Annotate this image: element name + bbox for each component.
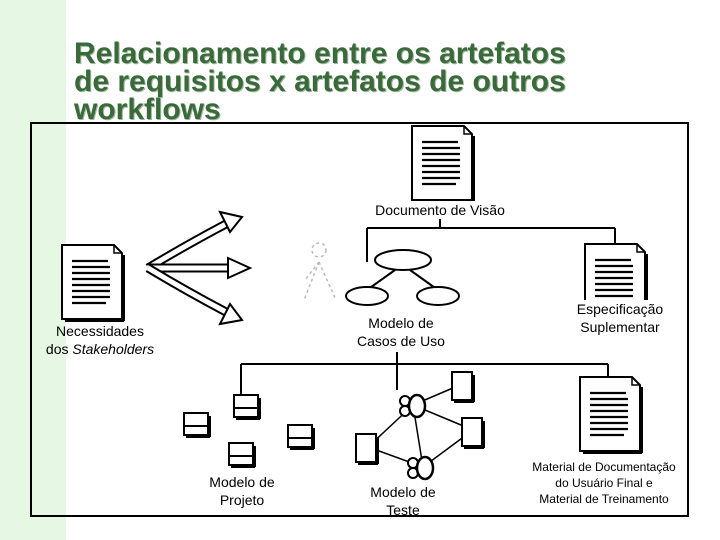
stakeholder-needs-document-icon xyxy=(60,243,126,323)
supplementary-spec-label-line-1: Especificação xyxy=(576,301,664,317)
use-case-model-label-line-1: Modelo de xyxy=(368,315,434,331)
slide-title-line-1: Relacionamento entre os artefatos xyxy=(74,37,566,70)
stakeholder-needs-label: Necessidades dos Stakeholders xyxy=(28,322,172,358)
test-model-label-line-2: Teste xyxy=(386,502,420,518)
user-material-document-icon xyxy=(578,375,644,455)
test-model-label: Modelo de Teste xyxy=(358,483,448,519)
stakeholder-needs-prefix: dos xyxy=(45,341,73,357)
use-case-model-label: Modelo de Casos de Uso xyxy=(346,314,456,350)
vision-document-label-text: Documento de Visão xyxy=(375,202,505,218)
stakeholder-needs-italic: Stakeholders xyxy=(72,341,155,357)
design-model-label-line-1: Modelo de xyxy=(209,474,275,490)
vision-document-icon xyxy=(410,124,476,204)
user-material-label: Material de Documentação do Usuário Fina… xyxy=(520,459,688,507)
branching-arrows-icon xyxy=(145,210,253,326)
user-material-label-line-1: Material de Documentação xyxy=(532,460,676,474)
supplementary-spec-label-line-2: Suplementar xyxy=(580,319,660,335)
design-model-label-line-2: Projeto xyxy=(219,492,265,508)
test-model-icon xyxy=(355,371,485,481)
slide-title-line-3: workflows xyxy=(74,93,221,126)
design-model-icon xyxy=(183,394,315,468)
design-model-label: Modelo de Projeto xyxy=(196,473,288,509)
vision-document-label: Documento de Visão xyxy=(364,201,516,219)
side-strip xyxy=(0,0,66,540)
user-material-label-line-2: do Usuário Final e xyxy=(555,476,653,490)
supplementary-spec-label: Especificação Suplementar xyxy=(560,300,680,336)
lower-connector xyxy=(240,352,609,394)
use-case-model-label-line-2: Casos de Uso xyxy=(357,333,445,349)
test-model-label-line-1: Modelo de xyxy=(370,484,436,500)
diagram-frame xyxy=(30,122,689,517)
slide-title: Relacionamento entre os artefatos de req… xyxy=(74,37,694,126)
use-case-model-icon xyxy=(345,249,460,306)
slide-title-line-2: de requisitos x artefatos de outros xyxy=(74,65,566,98)
stakeholder-needs-label-line-1: Necessidades xyxy=(56,323,144,339)
stakeholder-needs-label-line-2: dos Stakeholders xyxy=(28,340,172,358)
actor-icon xyxy=(303,242,337,301)
user-material-label-line-3: Material de Treinamento xyxy=(539,492,669,506)
